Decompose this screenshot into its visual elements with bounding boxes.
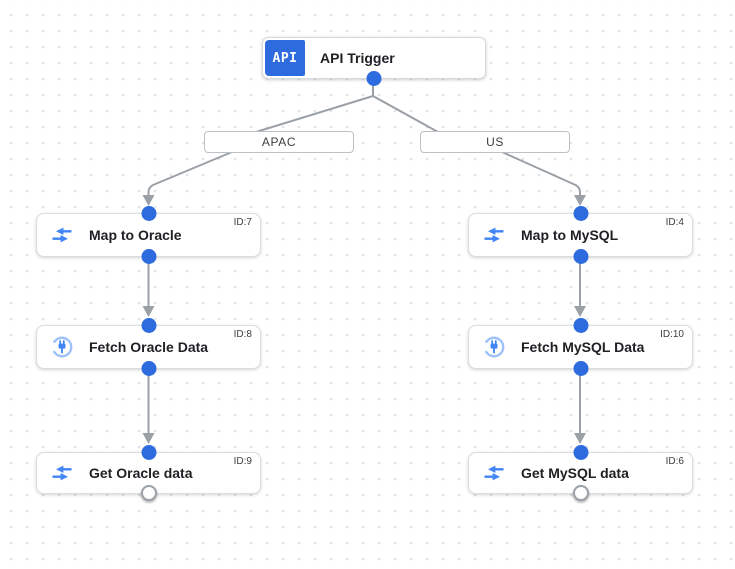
output-port[interactable]	[141, 249, 156, 264]
edge-label-text: US	[486, 135, 504, 149]
input-port[interactable]	[573, 445, 588, 460]
trigger-output-port[interactable]	[366, 71, 382, 86]
arrowhead	[142, 433, 155, 444]
output-port[interactable]	[573, 361, 588, 376]
edge-label-text: APAC	[261, 135, 297, 149]
api-badge: API	[265, 40, 305, 76]
edge-label-us[interactable]: US	[420, 131, 570, 153]
node-id-badge: ID:10	[660, 329, 684, 340]
output-port-open[interactable]	[140, 485, 157, 501]
edge-trigger-to-apac	[255, 95, 374, 133]
data-mapping-icon	[50, 461, 74, 485]
node-title: Fetch MySQL Data	[521, 339, 645, 355]
node-id-badge: ID:8	[233, 329, 252, 340]
node-title: Map to Oracle	[89, 227, 182, 243]
node-map-to-oracle[interactable]: Map to Oracle ID:7	[36, 206, 261, 264]
input-port[interactable]	[573, 206, 588, 221]
api-trigger-node[interactable]: API API Trigger	[262, 37, 486, 86]
input-port[interactable]	[573, 318, 588, 333]
node-title: Fetch Oracle Data	[89, 339, 209, 355]
edge-us-to-map-mysql	[501, 151, 581, 197]
connector-icon	[482, 335, 506, 359]
node-get-mysql-data[interactable]: Get MySQL data ID:6	[468, 445, 693, 501]
arrowhead	[574, 433, 586, 444]
node-title: Get Oracle data	[89, 465, 193, 481]
arrowhead	[574, 306, 586, 317]
input-port[interactable]	[141, 318, 156, 333]
edge-apac-to-map-oracle	[147, 151, 233, 197]
node-id-badge: ID:9	[233, 456, 252, 467]
data-mapping-icon	[482, 223, 506, 247]
node-id-badge: ID:6	[665, 456, 684, 467]
data-mapping-icon	[482, 461, 506, 485]
node-fetch-mysql-data[interactable]: Fetch MySQL Data ID:10	[468, 318, 693, 376]
node-get-oracle-data[interactable]: Get Oracle data ID:9	[36, 445, 261, 501]
node-title: Map to MySQL	[521, 227, 619, 243]
input-port[interactable]	[141, 206, 156, 221]
arrowhead	[142, 195, 155, 206]
input-port[interactable]	[141, 445, 156, 460]
connector-icon	[50, 335, 74, 359]
trigger-title: API Trigger	[320, 50, 395, 66]
arrowhead	[574, 195, 586, 206]
output-port[interactable]	[573, 249, 588, 264]
node-id-badge: ID:4	[665, 217, 684, 228]
edge-label-apac[interactable]: APAC	[204, 131, 354, 153]
edge-trigger-to-us	[372, 95, 439, 133]
output-port-open[interactable]	[572, 485, 589, 501]
node-id-badge: ID:7	[233, 217, 252, 228]
node-map-to-mysql[interactable]: Map to MySQL ID:4	[468, 206, 693, 264]
node-fetch-oracle-data[interactable]: Fetch Oracle Data ID:8	[36, 318, 261, 376]
data-mapping-icon	[50, 223, 74, 247]
node-title: Get MySQL data	[521, 465, 629, 481]
arrowhead	[142, 306, 155, 317]
output-port[interactable]	[141, 361, 156, 376]
